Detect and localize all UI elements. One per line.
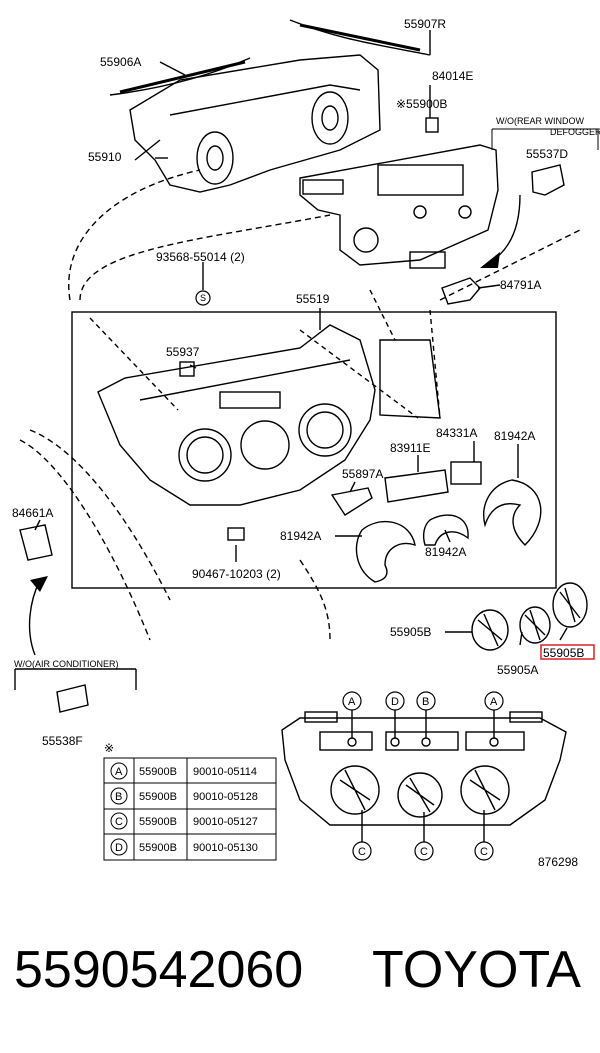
- highlight-box: [540, 644, 595, 660]
- label-55907R: 55907R: [404, 17, 446, 31]
- label-diagram-code: 876298: [538, 855, 578, 869]
- table-row-3-number: 90010-05127: [193, 816, 258, 828]
- label-55937: 55937: [166, 345, 200, 359]
- table-note-mark: ※: [104, 741, 114, 755]
- label-81942A-right: 81942A: [494, 429, 535, 443]
- table-row-1-number: 90010-05114: [193, 766, 257, 778]
- label-55519: 55519: [296, 292, 330, 306]
- table-row-1-letter: A: [115, 766, 123, 778]
- table-row-4-letter: D: [115, 842, 123, 854]
- label-55905A: 55905A: [497, 663, 538, 677]
- table-row-3-part: 55900B: [139, 816, 177, 828]
- label-84014E: 84014E: [432, 69, 473, 83]
- callout-d-1: D: [391, 696, 399, 708]
- label-wo-ac: W/O(AIR CONDITIONER): [14, 659, 119, 669]
- parts-table: [103, 757, 277, 861]
- label-55537D: 55537D: [526, 147, 568, 161]
- callout-a-2: A: [490, 696, 498, 708]
- label-55906A: 55906A: [100, 55, 141, 69]
- label-81942A-left: 81942A: [280, 529, 321, 543]
- label-84661A: 84661A: [12, 506, 53, 520]
- label-wo-rear-line2: DEFOGGER): [550, 127, 600, 137]
- label-84791A: 84791A: [500, 278, 541, 292]
- label-55897A: 55897A: [342, 467, 383, 481]
- table-row-4-part: 55900B: [139, 842, 177, 854]
- screw-symbol-text: S: [200, 293, 206, 303]
- table-row-2-number: 90010-05128: [193, 791, 258, 803]
- label-93568-55014: 93568-55014 (2): [156, 250, 245, 264]
- table-row-3-letter: C: [115, 816, 123, 828]
- callout-c-3: C: [480, 846, 488, 858]
- label-55910: 55910: [88, 150, 122, 164]
- label-55905B-highlight: 55905B: [543, 646, 584, 660]
- table-row-4-number: 90010-05130: [193, 842, 258, 854]
- brand-title: TOYOTA: [372, 941, 581, 999]
- label-81942A-mid: 81942A: [425, 545, 466, 559]
- table-row-2-letter: B: [115, 791, 122, 803]
- label-55905B-left: 55905B: [390, 625, 431, 639]
- part-number-title: 5590542060: [14, 941, 304, 999]
- label-83911E: 83911E: [390, 441, 430, 455]
- callout-c-2: C: [420, 846, 428, 858]
- label-55538F: 55538F: [42, 734, 83, 748]
- table-row-2-part: 55900B: [139, 791, 177, 803]
- label-wo-rear-line1: W/O(REAR WINDOW: [496, 116, 584, 126]
- label-84331A: 84331A: [436, 426, 477, 440]
- callout-c-1: C: [358, 846, 366, 858]
- label-90467-10203: 90467-10203 (2): [192, 567, 281, 581]
- callout-a-1: A: [348, 696, 356, 708]
- callout-b-1: B: [422, 696, 429, 708]
- label-55900B-note: ※55900B: [396, 97, 447, 111]
- screw-symbol-icon: [195, 290, 211, 306]
- table-row-1-part: 55900B: [139, 766, 177, 778]
